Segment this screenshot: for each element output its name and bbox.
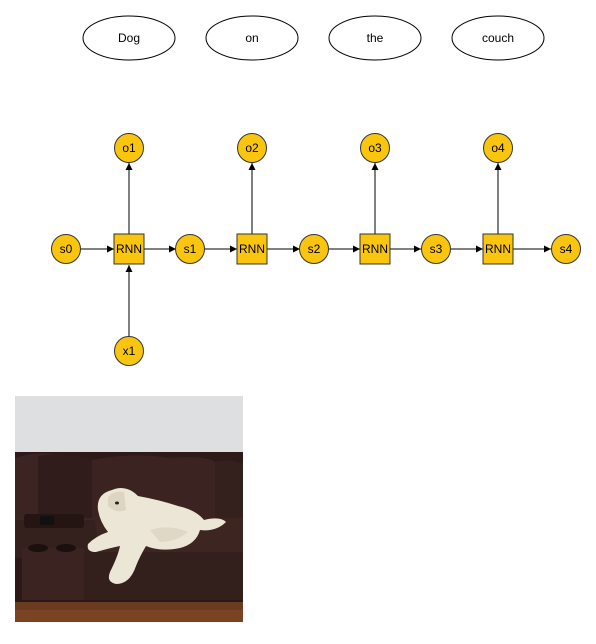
rnn-cell-2: RNN [236, 233, 268, 265]
output-label-o4: o4 [491, 141, 505, 155]
output-label-o1: o1 [122, 141, 136, 155]
state-node-s3: s3 [421, 234, 451, 264]
word-label-1: Dog [118, 31, 140, 45]
state-label-s0: s0 [60, 242, 73, 256]
output-label-o2: o2 [245, 141, 259, 155]
state-node-s0: s0 [51, 234, 81, 264]
rnn-cell-1: RNN [113, 233, 145, 265]
word-node-4: couch [451, 15, 545, 61]
output-label-o3: o3 [368, 141, 382, 155]
output-nodes: o1 o2 o3 o4 [114, 133, 513, 163]
output-node-o3: o3 [360, 133, 390, 163]
state-node-s1: s1 [175, 234, 205, 264]
output-node-o2: o2 [237, 133, 267, 163]
state-label-s2: s2 [308, 242, 321, 256]
state-label-s1: s1 [184, 242, 197, 256]
output-node-o1: o1 [114, 133, 144, 163]
rnn-cell-3: RNN [359, 233, 391, 265]
rnn-cell-label-4: RNN [485, 242, 511, 256]
word-node-1: Dog [82, 15, 176, 61]
rnn-cell-label-2: RNN [239, 242, 265, 256]
word-label-2: on [245, 31, 258, 45]
state-node-s4: s4 [551, 234, 581, 264]
rnn-cell-label-3: RNN [362, 242, 388, 256]
rnn-cell-label-1: RNN [116, 242, 142, 256]
dog-on-couch-photo [15, 396, 243, 622]
word-label-4: couch [482, 31, 514, 45]
caption-words: Dog on the couch [82, 15, 545, 61]
output-node-o4: o4 [483, 133, 513, 163]
word-label-3: the [367, 31, 384, 45]
state-node-s2: s2 [299, 234, 329, 264]
state-label-s4: s4 [560, 242, 573, 256]
input-label-x1: x1 [123, 344, 136, 358]
word-node-3: the [328, 15, 422, 61]
state-nodes: s0 s1 s2 s3 s4 [51, 234, 581, 264]
state-label-s3: s3 [430, 242, 443, 256]
edges [80, 163, 551, 336]
rnn-cells: RNN RNN RNN RNN [113, 233, 514, 265]
word-node-2: on [205, 15, 299, 61]
rnn-cell-4: RNN [482, 233, 514, 265]
input-node-x1: x1 [114, 336, 144, 366]
